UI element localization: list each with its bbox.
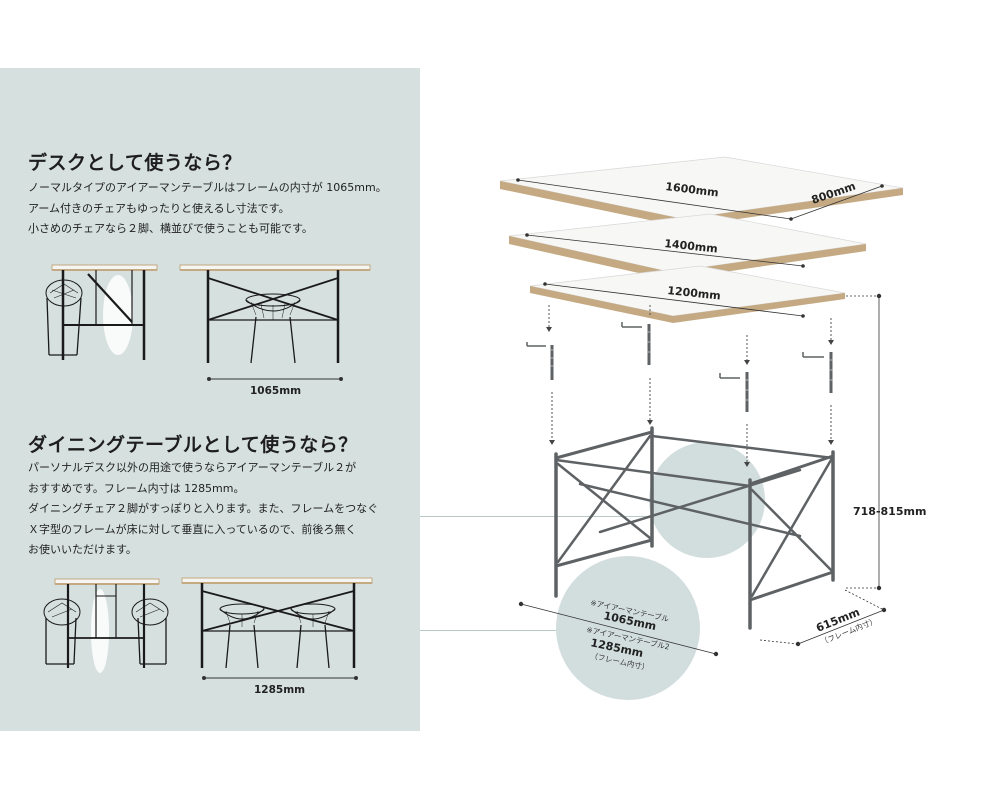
dining-line-5: お使いいただけます。	[28, 543, 137, 556]
assembly-guide-arrows	[548, 305, 832, 462]
dining-line-1: パーソナルデスク以外の用途で使うならアイアーマンテーブル２が	[28, 461, 357, 474]
tabletop-1200	[529, 265, 846, 323]
dining-section-description: パーソナルデスク以外の用途で使うならアイアーマンテーブル２が おすすめです。フレ…	[28, 458, 378, 561]
desk-dimension-label: 1065mm	[250, 385, 302, 397]
desk-line-2: アーム付きのチェアもゆったりと使えるし寸法です。	[28, 201, 290, 215]
top-1400-length-label: 1400mm	[664, 237, 719, 256]
desk-dimension-line	[207, 377, 343, 381]
desk-side-view-illustration	[45, 264, 158, 360]
dining-front-view-illustration	[181, 577, 373, 669]
dining-dimension-line	[202, 676, 358, 680]
desk-section-description: ノーマルタイプのアイアーマンテーブルはフレームの内寸が 1065mm。 アーム付…	[28, 178, 387, 240]
top-1200-length-label: 1200mm	[667, 284, 722, 303]
dining-section-heading: ダイニングテーブルとして使うなら？	[28, 434, 358, 456]
info-panel: デスクとして使うなら？ ノーマルタイプのアイアーマンテーブルはフレームの内寸が …	[0, 68, 420, 731]
top-1600-length-label: 1600mm	[665, 180, 720, 199]
dining-dimension-label: 1285mm	[254, 684, 306, 696]
connector-line-upper	[420, 516, 650, 517]
tabletop-1400	[508, 213, 867, 280]
desk-front-view-illustration	[179, 264, 371, 364]
frame-depth-dimension-line	[759, 589, 887, 647]
desk-section-heading: デスクとして使うなら？	[28, 152, 242, 174]
height-adjuster-parts	[526, 322, 833, 412]
desk-line-1: ノーマルタイプのアイアーマンテーブルはフレームの内寸が 1065mm。	[28, 181, 387, 194]
tabletop-1600	[499, 156, 904, 227]
exploded-assembly-diagram: 1600mm 800mm 1400mm 1200mm 718-815mm 615…	[499, 156, 926, 700]
frame-width-dimension-line	[518, 601, 719, 657]
dining-line-4: Ｘ字型のフレームが床に対して垂直に入っているので、前後ろ無く	[28, 522, 357, 536]
desk-line-3: 小さめのチェアなら２脚、横並びで使うことも可能です。	[28, 222, 313, 235]
connector-line-lower	[420, 630, 570, 631]
dining-line-3: ダイニングチェア２脚がすっぽりと入ります。また、フレームをつなぐ	[28, 502, 379, 515]
assembly-arrowheads	[546, 327, 834, 467]
steel-frame	[554, 426, 835, 630]
dining-side-view-illustration	[43, 578, 169, 673]
frame-width-highlight-circle	[556, 556, 700, 700]
height-range-label: 718-815mm	[853, 505, 926, 518]
height-dimension-line	[846, 293, 882, 591]
dining-line-2: おすすめです。フレーム内寸は 1285mm。	[28, 481, 245, 495]
